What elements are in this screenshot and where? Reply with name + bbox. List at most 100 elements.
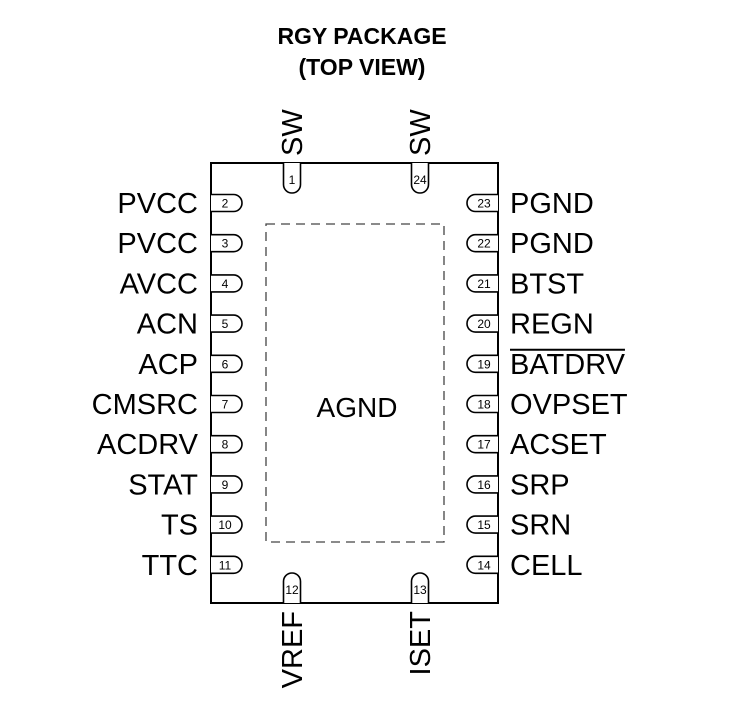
pin-name: SRN (510, 510, 571, 542)
pin-right-23: 23 PGND (466, 188, 594, 220)
pin-name: SW (277, 109, 309, 156)
pin-number: 8 (222, 438, 229, 452)
pin-name: SW (405, 109, 437, 156)
pin-number: 17 (477, 438, 491, 452)
pin-number: 24 (413, 173, 427, 187)
pin-name: CMSRC (92, 389, 198, 421)
pin-pad (466, 475, 498, 494)
pin-pad (211, 193, 243, 213)
pin-name: PVCC (117, 228, 198, 260)
pin-name: SRP (510, 469, 570, 501)
pin-pad (466, 274, 498, 293)
pin-right-16: 16 SRP (466, 469, 570, 501)
pin-pad (211, 354, 243, 374)
pin-pad (410, 163, 430, 194)
pin-right-21: 21 BTST (466, 268, 584, 300)
pin-right-22: 22 PGND (466, 228, 594, 260)
pin-right-15: 15 SRN (466, 510, 571, 542)
pin-left-7: 7 CMSRC (92, 389, 243, 421)
pin-number: 18 (477, 398, 491, 412)
pin-pad (211, 515, 243, 534)
pin-left-2: 2 PVCC (117, 188, 243, 220)
pin-pad (211, 314, 243, 333)
pin-top-24: 24 SW (405, 109, 437, 194)
pin-pad (466, 394, 498, 414)
pin-pad (211, 274, 243, 293)
pin-left-8: 8 ACDRV (97, 429, 243, 461)
pin-name: ACP (138, 349, 198, 381)
pin-number: 7 (222, 398, 229, 412)
pin-name: STAT (128, 469, 198, 501)
pin-name: ISET (405, 611, 437, 676)
pin-left-10: 10 TS (161, 510, 243, 542)
pin-right-14: 14 CELL (466, 550, 583, 582)
pin-pad (466, 434, 498, 454)
pin-left-5: 5 ACN (137, 309, 243, 341)
pin-number: 10 (218, 518, 232, 532)
pin-number: 19 (477, 357, 491, 371)
center-label-agnd: AGND (317, 392, 398, 423)
pin-name: ACN (137, 309, 198, 341)
pin-pad (211, 394, 243, 414)
pin-name: ACDRV (97, 429, 199, 461)
pin-right-20: 20 REGN (466, 309, 594, 341)
pin-pad (211, 233, 243, 253)
pin-pad (282, 163, 302, 194)
pin-number: 1 (289, 173, 296, 187)
pin-name: OVPSET (510, 389, 628, 421)
pin-number: 12 (285, 583, 299, 597)
pin-pad (466, 314, 498, 333)
pin-pad (466, 515, 498, 534)
pin-pad (466, 233, 498, 253)
pin-pad (410, 572, 430, 603)
pin-top-1: 1 SW (277, 109, 309, 194)
pin-number: 15 (477, 518, 491, 532)
pin-right-19: 19 BATDRV (466, 348, 626, 381)
pin-number: 22 (477, 237, 491, 251)
title-line-1: RGY PACKAGE (277, 23, 446, 49)
pin-number: 9 (222, 478, 229, 492)
title-line-2: (TOP VIEW) (299, 54, 426, 80)
thermal-pad (265, 223, 445, 543)
pin-name: ACSET (510, 429, 607, 461)
pin-name: TTC (142, 550, 198, 582)
pin-number: 13 (413, 583, 427, 597)
pin-right-17: 17 ACSET (466, 429, 607, 461)
pin-pad (211, 434, 243, 454)
pin-pad (282, 572, 302, 603)
pin-pad (466, 555, 498, 575)
pin-number: 6 (222, 357, 229, 371)
pin-left-3: 3 PVCC (117, 228, 243, 260)
pin-name: TS (161, 510, 198, 542)
pin-left-4: 4 AVCC (120, 268, 243, 300)
pin-number: 20 (477, 317, 491, 331)
pin-number: 5 (222, 317, 229, 331)
pin-number: 2 (222, 197, 229, 211)
pin-name: CELL (510, 550, 583, 582)
pin-name: PVCC (117, 188, 198, 220)
pin-name: BTST (510, 268, 584, 300)
pins-layer: 2PVCC3PVCC4AVCC5ACN6ACP7CMSRC8ACDRV9STAT… (92, 109, 628, 689)
pin-number: 14 (477, 558, 491, 572)
pin-name: PGND (510, 228, 594, 260)
pin-right-18: 18 OVPSET (466, 389, 628, 421)
pin-pad (466, 354, 498, 374)
pin-name: REGN (510, 309, 594, 341)
pin-number: 4 (222, 277, 229, 291)
pin-left-6: 6 ACP (138, 349, 243, 381)
pin-number: 16 (477, 478, 491, 492)
pin-name: VREF (277, 611, 309, 688)
pin-pad (211, 555, 243, 575)
pin-name: PGND (510, 188, 594, 220)
pin-number: 23 (477, 197, 491, 211)
pin-number: 3 (222, 237, 229, 251)
pin-name: BATDRV (510, 349, 626, 381)
pin-name: AVCC (120, 268, 198, 300)
pin-left-9: 9 STAT (128, 469, 243, 501)
pin-number: 21 (477, 277, 491, 291)
package-body (210, 162, 499, 604)
